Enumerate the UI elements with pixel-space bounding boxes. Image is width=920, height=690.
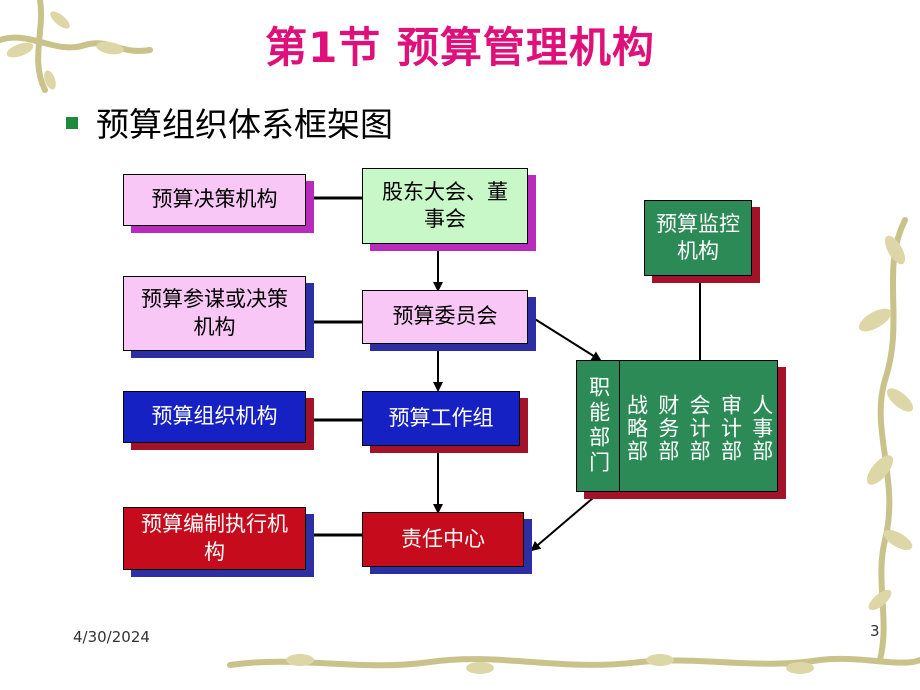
budget-decision-box: 预算决策机构 [123,174,306,226]
budget-organization-box: 预算组织机构 [123,391,306,443]
bullet-square-icon [66,117,78,129]
budget-monitor-box: 预算监控机构 [644,200,752,276]
budget-decision-label: 预算决策机构 [151,187,278,212]
budget-execution-box: 预算编制执行机构 [123,507,306,570]
page-number: 3 [870,622,880,640]
budget-working-group-label: 预算工作组 [388,405,494,430]
budget-monitor-label: 预算监控机构 [656,211,740,263]
department-finance: 财务部 [655,393,680,463]
slide-subtitle: 预算组织体系框架图 [96,105,393,144]
department-audit: 审计部 [718,393,743,463]
budget-committee-box: 预算委员会 [362,290,528,344]
budget-advisory-label: 预算参谋或决策机构 [141,287,288,339]
responsibility-center-label: 责任中心 [401,526,485,551]
budget-advisory-box: 预算参谋或决策机构 [123,276,306,351]
shareholders-board-label: 股东大会、董事会 [382,179,508,231]
department-accounting: 会计部 [687,393,712,463]
responsibility-center-box: 责任中心 [362,512,524,567]
shareholders-board-box: 股东大会、董事会 [362,168,528,244]
budget-committee-label: 预算委员会 [392,304,498,329]
department-list: 战略部 财务部 会计部 审计部 人事部 [620,361,777,491]
budget-working-group-box: 预算工作组 [362,391,520,446]
functional-departments-box: 职能部门 战略部 财务部 会计部 审计部 人事部 [576,360,778,492]
footer-date: 4/30/2024 [73,628,150,646]
slide-title: 第1节 预算管理机构 [265,23,655,72]
department-hr: 人事部 [749,393,774,463]
department-strategy: 战略部 [624,393,649,463]
budget-execution-label: 预算编制执行机构 [141,512,288,564]
functional-departments-label: 职能部门 [577,361,620,491]
budget-organization-label: 预算组织机构 [151,404,278,429]
